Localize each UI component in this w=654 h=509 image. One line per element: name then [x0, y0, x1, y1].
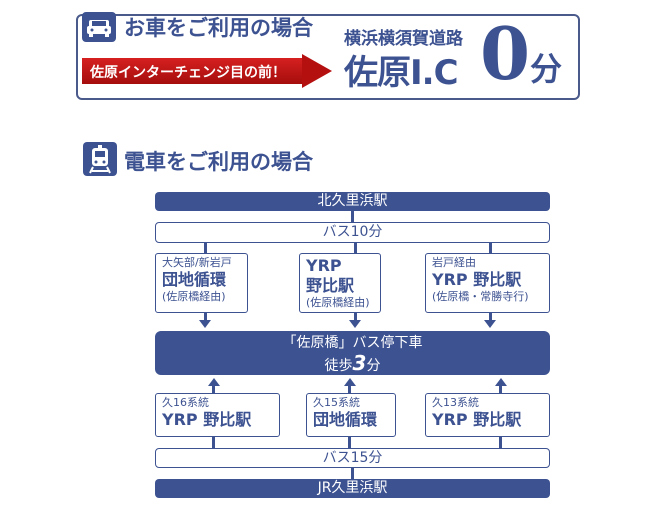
stop-line: 「佐原橋」バス停下車 [282, 335, 423, 351]
route-note: (佐原橋経由) [306, 296, 370, 309]
route-sub: 岩戸経由 [432, 256, 476, 269]
connector-line [204, 242, 207, 254]
arrow-up-icon [344, 378, 356, 386]
walk-unit: 分 [366, 358, 381, 374]
route-sub: 久16系統 [162, 396, 209, 409]
minutes-unit: 分 [530, 50, 563, 88]
bus-10min: バス10分 [155, 222, 550, 243]
highway-name: 横浜横須賀道路 [344, 29, 463, 49]
route-main: 野比駅 [306, 276, 355, 295]
station-kitakurihama: 北久里浜駅 [155, 192, 550, 211]
route-sub: 久13系統 [432, 396, 479, 409]
route-main: 団地循環 [162, 270, 227, 289]
arrow-down-icon [349, 320, 361, 328]
arrow-down-icon [199, 320, 211, 328]
route-box: 久16系統 YRP 野比駅 [155, 393, 280, 437]
sahara-bashi-stop: 「佐原橋」バス停下車 徒歩3分 [155, 331, 550, 375]
route-box: 久13系統 YRP 野比駅 [425, 393, 550, 437]
connector-line [354, 312, 357, 320]
walk-minutes: 3 [352, 351, 367, 375]
route-sub: YRP [306, 256, 342, 275]
bus-15min: バス15分 [155, 448, 550, 468]
connector-line [489, 312, 492, 320]
connector-line [348, 437, 351, 448]
car-icon [82, 12, 116, 42]
arrow-right-icon [302, 54, 332, 88]
connector-line [204, 312, 207, 320]
interchange-name: 佐原I.C [344, 53, 459, 93]
route-main: YRP 野比駅 [432, 410, 522, 429]
station-jr-kurihama: JR久里浜駅 [155, 479, 550, 498]
route-note: (佐原橋経由) [162, 290, 226, 303]
route-main: YRP 野比駅 [162, 410, 252, 429]
route-note: (佐原橋・常勝寺行) [432, 290, 529, 303]
banner-text: 佐原インターチェンジ目の前！ [90, 65, 286, 81]
connector-line [348, 385, 351, 393]
minutes-value: 0 [480, 11, 531, 96]
connector-line [351, 468, 354, 480]
route-box: 久15系統 団地循環 [306, 393, 396, 437]
route-main: 団地循環 [313, 410, 378, 429]
connector-line [354, 242, 357, 254]
train-icon [83, 142, 117, 176]
connector-line [499, 385, 502, 393]
connector-line [499, 437, 502, 448]
arrow-up-icon [495, 378, 507, 386]
route-box: 岩戸経由 YRP 野比駅 (佐原橋・常勝寺行) [425, 253, 550, 313]
route-sub: 久15系統 [313, 396, 360, 409]
walk-label: 徒歩 [324, 358, 353, 374]
route-main: YRP 野比駅 [432, 270, 522, 289]
connector-line [212, 385, 215, 393]
car-section-title: お車をご利用の場合 [124, 16, 313, 40]
connector-line [212, 437, 215, 448]
train-section-title: 電車をご利用の場合 [124, 150, 313, 174]
route-box: YRP 野比駅 (佐原橋経由) [299, 253, 381, 313]
connector-line [489, 242, 492, 254]
interchange-banner: 佐原インターチェンジ目の前！ [82, 54, 334, 88]
arrow-down-icon [484, 320, 496, 328]
connector-line [351, 210, 354, 224]
arrow-up-icon [208, 378, 220, 386]
route-sub: 大矢部/新岩戸 [162, 256, 232, 269]
route-box: 大矢部/新岩戸 団地循環 (佐原橋経由) [155, 253, 248, 313]
